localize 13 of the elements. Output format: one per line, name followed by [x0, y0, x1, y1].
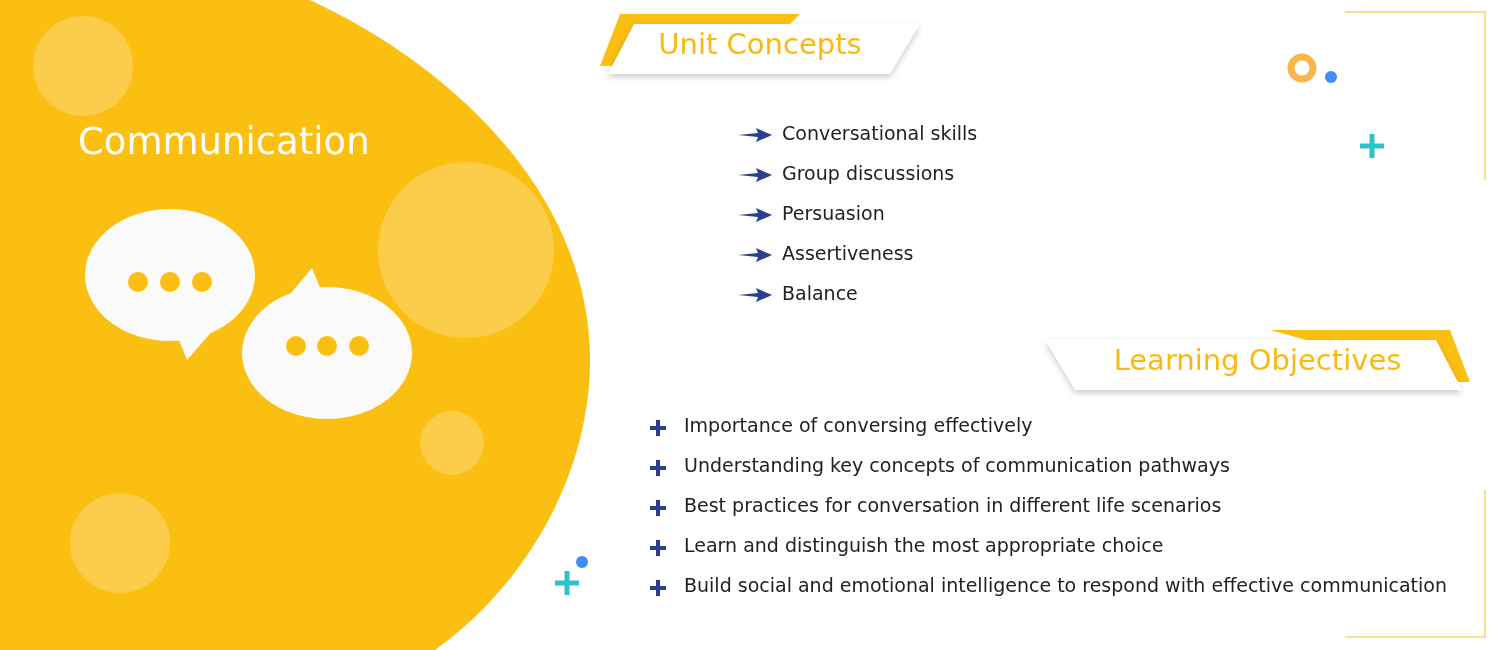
list-item: Assertiveness	[782, 242, 914, 264]
title: Communication	[78, 120, 370, 163]
list-item: Balance	[782, 282, 858, 304]
list-item: Understanding key concepts of communication pathways	[684, 454, 1230, 476]
section-heading: Learning Objectives	[1112, 343, 1403, 377]
section-heading: Unit Concepts	[657, 27, 863, 61]
list-item: Best practices for conversation in different life scenarios	[684, 494, 1222, 516]
list-item: Importance of conversing effectively	[684, 414, 1033, 436]
list-item: Group discussions	[782, 162, 955, 184]
list-item: Persuasion	[782, 202, 885, 224]
list-item: Build social and emotional intelligence to respond with effective communication	[684, 574, 1447, 596]
list-item: Conversational skills	[782, 122, 978, 144]
list-item: Learn and distinguish the most appropriate choice	[684, 534, 1164, 556]
